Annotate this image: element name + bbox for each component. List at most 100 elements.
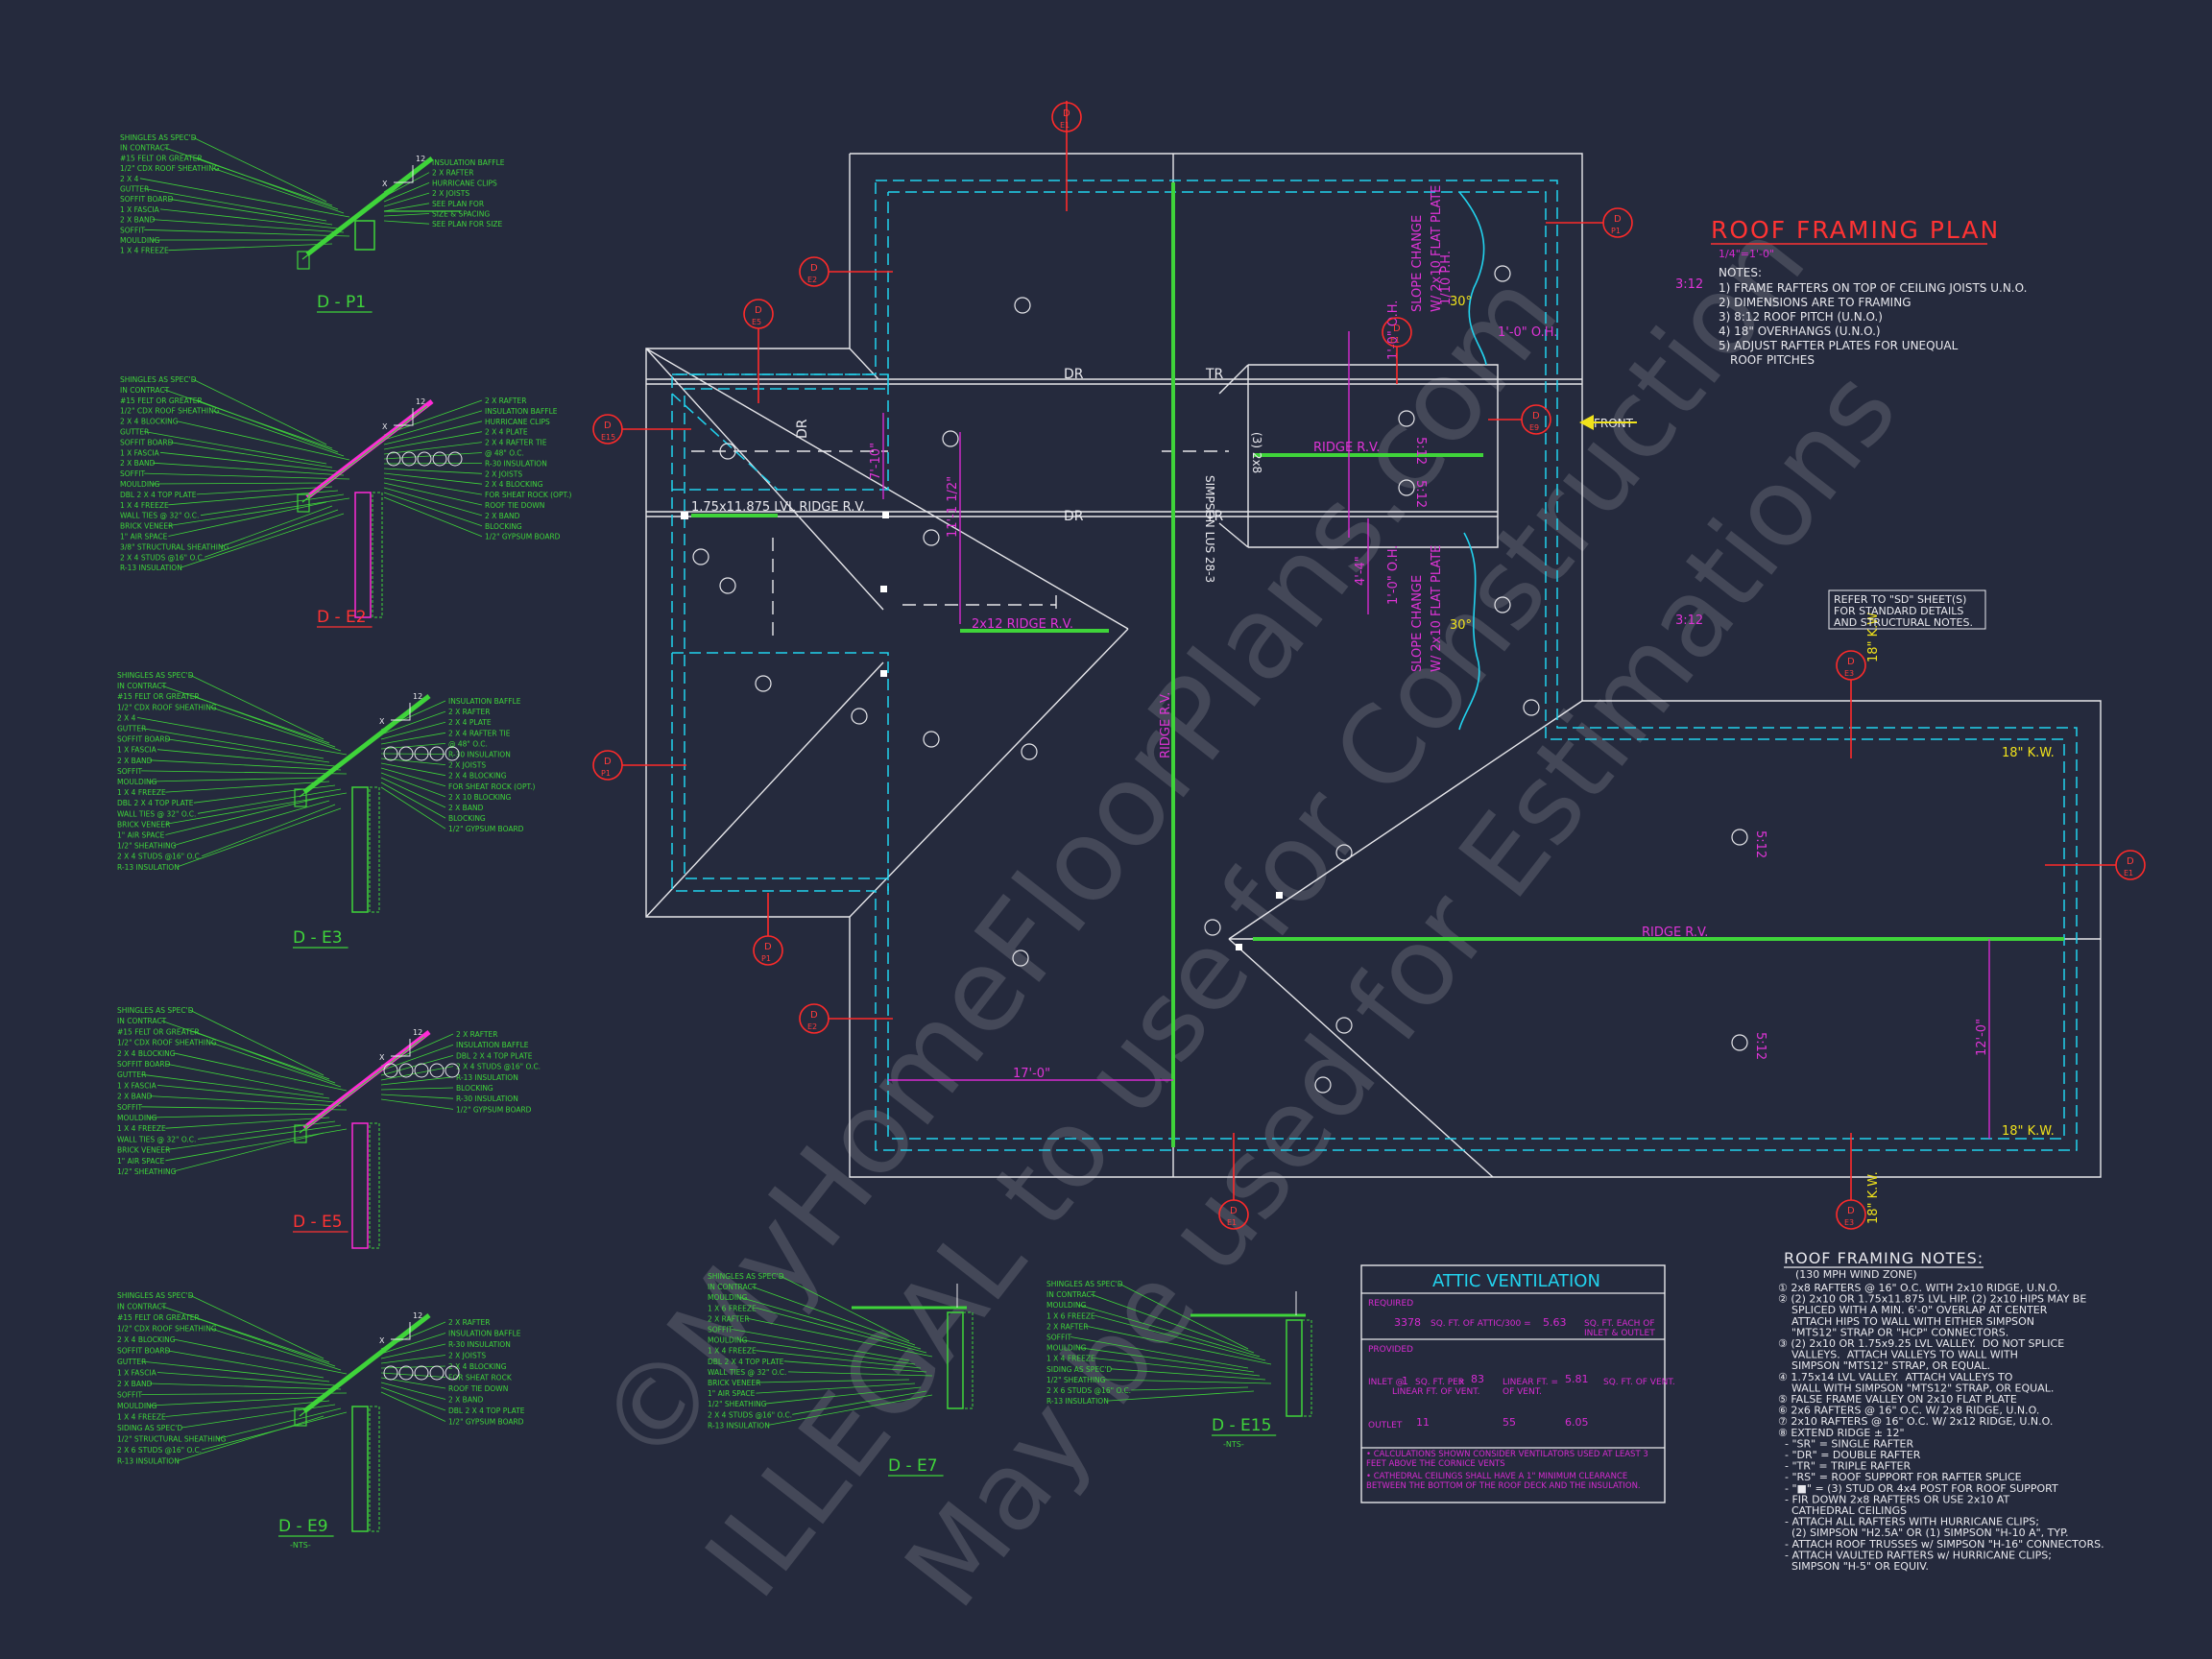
detail-right-label: @ 48" O.C.: [485, 449, 524, 458]
label-slope-change-top: SLOPE CHANGE: [1410, 215, 1425, 312]
detail-right-label: 2 X 10 BLOCKING: [448, 793, 512, 802]
detail-left-label: SOFFIT BOARD: [120, 195, 174, 204]
detail-left-label: WALL TIES @ 32" O.C.: [708, 1368, 786, 1377]
framing-note: "MTS12" STRAP OR "HCP" CONNECTORS.: [1778, 1326, 2008, 1338]
framing-note: - "SR" = SINGLE RAFTER: [1778, 1437, 1913, 1450]
detail-right-label: ROOF TIE DOWN: [448, 1384, 508, 1393]
label-dr-2: DR: [1064, 509, 1084, 524]
label-lvl-ridge: 1.75x11.875 LVL RIDGE R.V.: [691, 500, 866, 515]
label-oh-3: 1'-0" O.H.: [1386, 545, 1401, 605]
pitch-label: X: [379, 1053, 385, 1062]
detail-tag-letter: D: [1847, 657, 1855, 667]
detail-left-label: 1/2" CDX ROOF SHEATHING: [117, 1325, 217, 1334]
detail-title: D - E5: [293, 1213, 343, 1232]
plan-note: ROOF PITCHES: [1730, 353, 1815, 367]
label-oh-2: 1'-0" O.H.: [1498, 325, 1557, 340]
pitch-label: 12: [416, 155, 425, 163]
detail-left-label: SOFFIT: [120, 469, 146, 478]
label-tr-2: TR: [1205, 509, 1224, 524]
detail-left-label: 1" AIR SPACE: [117, 1157, 165, 1166]
detail-left-label: 1" AIR SPACE: [120, 533, 168, 541]
detail-tag-letter: D: [1230, 1206, 1238, 1216]
detail-left-label: DBL 2 X 4 TOP PLATE: [708, 1358, 784, 1366]
detail-left-label: SOFFIT: [117, 1391, 143, 1400]
label-slope-change-bot-2: W/ 2x10 FLAT PLATE: [1430, 545, 1444, 672]
detail-title: D - E3: [293, 928, 343, 948]
detail-right-label: R-30 INSULATION: [485, 459, 547, 468]
detail-right-label: 2 X JOISTS: [448, 761, 486, 770]
pitch-label: X: [379, 1336, 385, 1345]
attic-inlet-lf-txt: LINEAR FT. =: [1503, 1378, 1558, 1387]
detail-tag-letter: D: [810, 1010, 818, 1021]
detail-d-e9: SHINGLES AS SPEC'DIN CONTRACT#15 FELT OR…: [117, 1291, 525, 1550]
detail-tags: [592, 101, 2146, 1230]
notes-title: NOTES:: [1719, 266, 1762, 279]
detail-tag-letter: D: [2127, 856, 2134, 867]
detail-left-label: 1/2" STRUCTURAL SHEATHING: [117, 1435, 227, 1444]
detail-right-label: 2 X 4 PLATE: [485, 428, 528, 437]
detail-tag-labels: DE1DP1DE2DE5DE1DE9DE15DP1DP1DE2DE1DE3DE1…: [601, 108, 2134, 1227]
attic-inlet-x: x: [1459, 1378, 1465, 1387]
detail-left-label: #15 FELT OR GREATER: [117, 1313, 200, 1322]
attic-inlet-txt: SQ. FT. PER: [1415, 1378, 1464, 1387]
detail-right-label: INSULATION BAFFLE: [448, 1330, 521, 1338]
label-ridge-2x12: 2x12 RIDGE R.V.: [972, 617, 1073, 632]
attic-outlet-val: 11: [1416, 1416, 1430, 1429]
detail-right-label: R-13 INSULATION: [456, 1073, 518, 1082]
detail-left-label: SOFFIT BOARD: [117, 1347, 171, 1356]
refer-note-box: [1828, 589, 1986, 630]
detail-left-label: 2 X BAND: [117, 1380, 153, 1388]
attic-provided-label: PROVIDED: [1368, 1345, 1413, 1355]
detail-right-label: 2 X JOISTS: [448, 1352, 486, 1360]
slope-change-lines: [1458, 191, 1487, 731]
detail-title: D - E9: [278, 1517, 328, 1536]
detail-left-label: MOULDING: [1046, 1301, 1087, 1310]
detail-title: D - E15: [1212, 1416, 1271, 1435]
refer-note: REFER TO "SD" SHEET(S)FOR STANDARD DETAI…: [1834, 593, 1973, 629]
detail-left-label: SHINGLES AS SPEC'D: [120, 375, 197, 384]
detail-left-label: GUTTER: [117, 725, 146, 733]
attic-required-label: REQUIRED: [1368, 1299, 1413, 1309]
detail-left-label: IN CONTRACT: [120, 386, 170, 395]
plan-note: 4) 18" OVERHANGS (U.N.O.): [1719, 325, 1881, 338]
detail-tag-letter: D: [604, 421, 612, 431]
framing-note: ⑧ EXTEND RIDGE ± 12": [1778, 1427, 1905, 1439]
detail-right-label: 2 X BAND: [485, 512, 520, 520]
framing-note: ATTACH HIPS TO WALL WITH EITHER SIMPSON: [1778, 1315, 2034, 1328]
detail-tag-letter: D: [1614, 214, 1622, 225]
detail-tag-letter: D: [1393, 324, 1401, 334]
detail-left-label: 1/2" CDX ROOF SHEATHING: [117, 703, 217, 711]
detail-left-label: IN CONTRACT: [708, 1283, 757, 1291]
detail-left-label: SOFFIT: [117, 1103, 143, 1112]
dimensions: [882, 331, 1990, 1139]
detail-left-label: SOFFIT: [117, 767, 143, 776]
attic-ventilation-table: ATTIC VENTILATION REQUIRED 3378 SQ. FT. …: [1360, 1264, 1675, 1503]
detail-left-label: SHINGLES AS SPEC'D: [120, 133, 197, 142]
label-deg-30-b: 30°: [1450, 618, 1472, 633]
framing-note: - ATTACH ROOF TRUSSES w/ SIMPSON "H-16" …: [1778, 1538, 2104, 1551]
detail-right-label: 2 X 4 STUDS @16" O.C.: [456, 1063, 541, 1071]
plan-note: 1) FRAME RAFTERS ON TOP OF CEILING JOIST…: [1719, 281, 2027, 295]
detail-left-label: #15 FELT OR GREATER: [117, 692, 200, 701]
detail-left-label: 2 X RAFTER: [1046, 1322, 1088, 1331]
attic-req-val1: 3378: [1394, 1316, 1421, 1329]
detail-left-label: 1/2" CDX ROOF SHEATHING: [117, 1039, 217, 1047]
detail-right-label: 1/2" GYPSUM BOARD: [448, 1418, 524, 1427]
detail-left-label: R-13 INSULATION: [117, 1457, 180, 1466]
framing-notes-title: ROOF FRAMING NOTES:: [1784, 1249, 1984, 1267]
pitch-label: 12: [413, 1311, 422, 1320]
detail-right-label: R-30 INSULATION: [456, 1094, 518, 1103]
pitch-label: X: [379, 717, 385, 726]
detail-right-label: HURRICANE CLIPS: [432, 179, 497, 187]
detail-left-label: 1 X FASCIA: [120, 448, 160, 457]
label-kw-1: 18" K.W.: [2002, 746, 2055, 760]
label-deg-30-a: 30°: [1450, 295, 1472, 309]
attic-req-txt1: SQ. FT. OF ATTIC/300 =: [1431, 1319, 1531, 1329]
detail-left-label: IN CONTRACT: [117, 1017, 167, 1025]
detail-left-label: 2 X 4 STUDS @16" O.C.: [120, 553, 204, 562]
detail-right-label: INSULATION BAFFLE: [485, 407, 558, 416]
label-ridge-top: RIDGE R.V.: [1313, 441, 1380, 455]
attic-inlet-sub: LINEAR FT. OF VENT.: [1392, 1387, 1480, 1397]
detail-left-label: 2 X 4 STUDS @16" O.C.: [708, 1410, 792, 1419]
pitch-label: 12: [416, 397, 425, 406]
